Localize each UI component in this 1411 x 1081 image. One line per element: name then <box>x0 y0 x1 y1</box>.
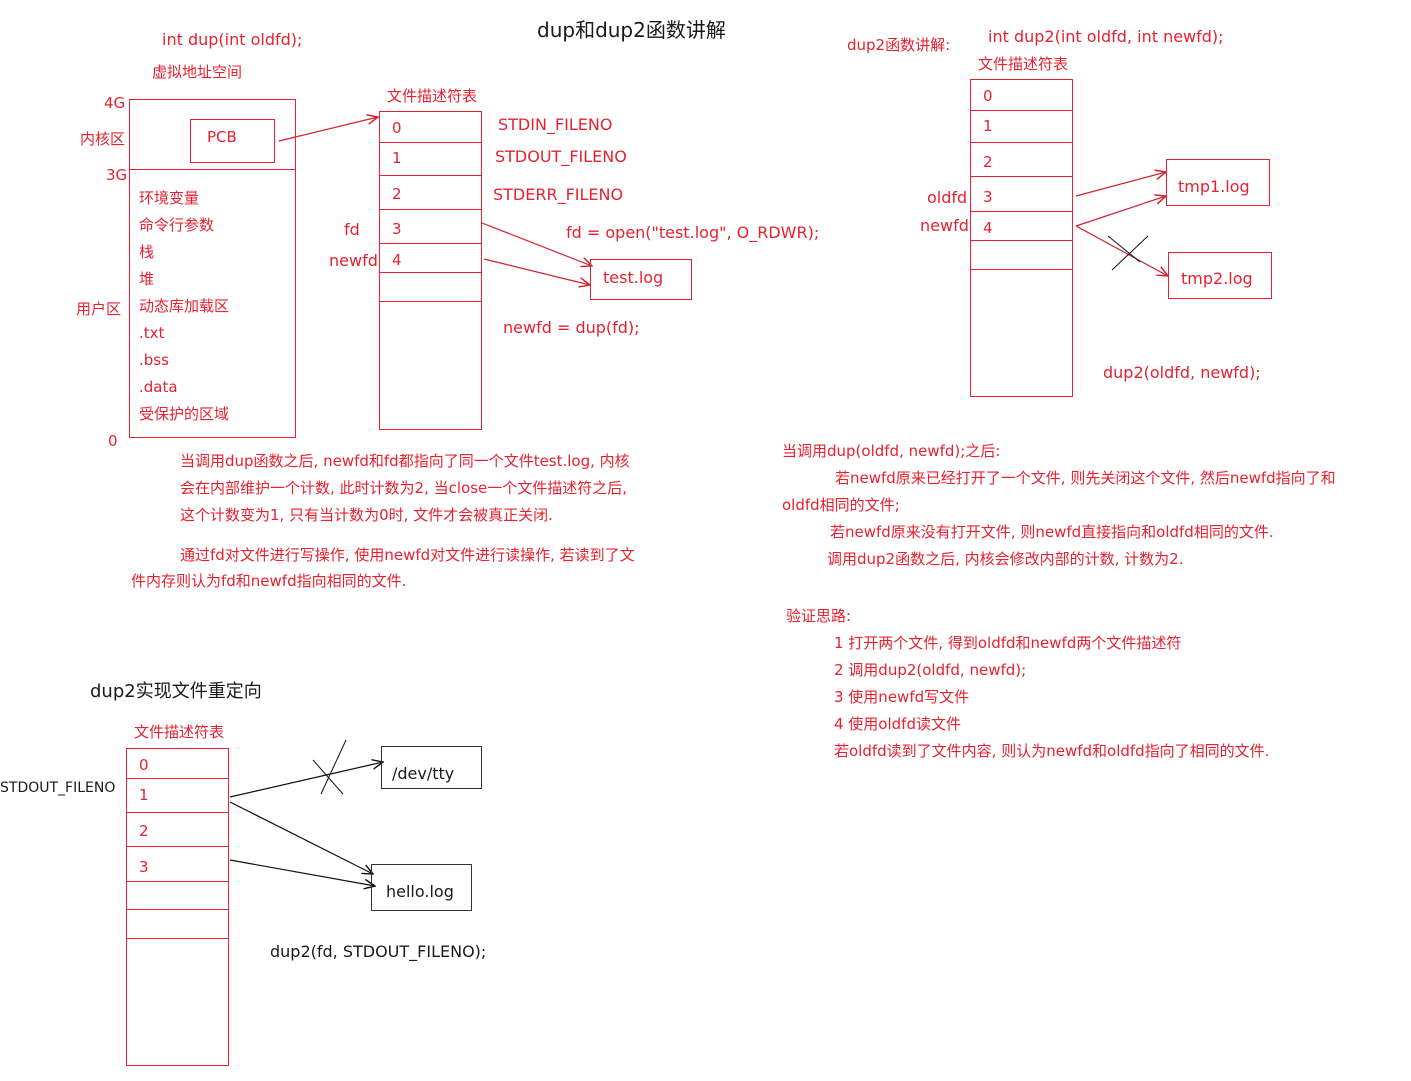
user-item: 受保护的区域 <box>139 405 230 423</box>
user-item: 命令行参数 <box>139 216 215 234</box>
fd-row: 3 <box>983 188 993 206</box>
fd-empty-slot <box>379 272 482 302</box>
devtty-label: /dev/tty <box>392 764 455 783</box>
redirect-heading: dup2实现文件重定向 <box>90 681 262 702</box>
cross-mark-4 <box>320 739 347 795</box>
user-item: 环境变量 <box>139 189 200 207</box>
stdout-label: STDOUT_FILENO <box>495 147 627 166</box>
arrow-fd3-to-hellolog <box>229 859 375 886</box>
cross-mark-2 <box>1111 235 1149 271</box>
testlog-label: test.log <box>603 268 664 287</box>
fdt-label: 文件描述符表 <box>387 87 478 105</box>
dup2-note-line: oldfd相同的文件; <box>782 496 900 514</box>
page-title: dup和dup2函数讲解 <box>537 18 726 42</box>
vas-label: 虚拟地址空间 <box>152 63 243 81</box>
dup2-call: dup2(oldfd, newfd); <box>1103 363 1261 382</box>
fd-row: 0 <box>983 87 993 105</box>
redirect-fd-table <box>126 748 229 1066</box>
verify-step: 4 使用oldfd读文件 <box>834 715 961 733</box>
addr-3g: 3G <box>106 166 128 184</box>
dup2-signature: int dup2(int oldfd, int newfd); <box>988 27 1224 46</box>
user-item: 栈 <box>139 243 155 261</box>
user-label: 用户区 <box>76 300 122 318</box>
hellolog-box <box>371 864 472 911</box>
arrow-stdout-to-tty <box>229 762 383 798</box>
pcb-box <box>190 119 275 163</box>
dup-note-line: 当调用dup函数之后, newfd和fd都指向了同一个文件test.log, 内… <box>180 452 630 470</box>
arrow-newfd-to-testlog <box>483 258 590 285</box>
user-item: 堆 <box>139 270 155 288</box>
dup2-note-line: 当调用dup(oldfd, newfd);之后: <box>782 442 1001 460</box>
stderr-label: STDERR_FILENO <box>493 185 624 204</box>
dup2-note-line: 若newfd原来已经打开了一个文件, 则先关闭这个文件, 然后newfd指向了和 <box>835 469 1336 487</box>
fd-row: 3 <box>139 858 149 876</box>
kernel-label: 内核区 <box>80 130 126 148</box>
testlog-box <box>590 259 692 300</box>
dup-signature: int dup(int oldfd); <box>162 30 303 49</box>
dup2-fd-empty-slot <box>970 240 1073 270</box>
virtual-address-space <box>129 99 296 438</box>
user-item: .bss <box>139 351 169 369</box>
fd-row: 1 <box>983 117 993 135</box>
fd-row: 4 <box>392 251 402 269</box>
arrow-oldfd-to-tmp1 <box>1075 172 1166 197</box>
pcb-label: PCB <box>207 128 237 146</box>
user-item: 动态库加载区 <box>139 297 230 315</box>
arrow-newfd-to-tmp1 <box>1075 196 1166 227</box>
redirect-fdt-label: 文件描述符表 <box>134 723 225 741</box>
kernel-user-divider <box>129 169 296 170</box>
fd-row: 1 <box>392 149 402 167</box>
dup-note-line: 会在内部维护一个计数, 此时计数为2, 当close一个文件描述符之后, <box>180 479 628 497</box>
verify-title: 验证思路: <box>786 607 852 625</box>
fd-label: fd <box>344 220 360 239</box>
dup-note-line: 这个计数变为1, 只有当计数为0时, 文件才会被真正关闭. <box>180 506 553 524</box>
tmp1-label: tmp1.log <box>1178 177 1250 196</box>
user-item: .txt <box>139 324 165 342</box>
cross-mark-1 <box>1107 235 1141 263</box>
fd-row: 3 <box>392 220 402 238</box>
tmp2-box <box>1168 252 1272 299</box>
arrow-stdout-to-hellolog <box>229 801 373 874</box>
tmp2-label: tmp2.log <box>1181 269 1253 288</box>
user-item: .data <box>139 378 178 396</box>
verify-step: 2 调用dup2(oldfd, newfd); <box>834 661 1027 679</box>
fd-table <box>379 111 482 430</box>
newfd-label: newfd <box>329 251 378 270</box>
dup2-note-line: 若newfd原来没有打开文件, 则newfd直接指向和oldfd相同的文件. <box>830 523 1274 541</box>
fd-row: 1 <box>139 786 149 804</box>
devtty-box <box>381 746 482 789</box>
addr-4g: 4G <box>104 94 126 112</box>
dup-call: newfd = dup(fd); <box>503 318 640 337</box>
fd-row: 0 <box>139 756 149 774</box>
fd-row: 0 <box>392 119 402 137</box>
stdin-label: STDIN_FILENO <box>498 115 613 134</box>
arrow-newfd-to-tmp2 <box>1075 225 1168 276</box>
verify-step: 若oldfd读到了文件内容, 则认为newfd和oldfd指向了相同的文件. <box>834 742 1270 760</box>
verify-step: 3 使用newfd写文件 <box>834 688 970 706</box>
dup2-heading: dup2函数讲解: <box>847 36 951 54</box>
dup2-note-line: 调用dup2函数之后, 内核会修改内部的计数, 计数为2. <box>827 550 1184 568</box>
redirect-stdout-label: STDOUT_FILENO <box>0 780 116 796</box>
dup2-newfd-label: newfd <box>920 216 969 235</box>
fd-row: 4 <box>983 219 993 237</box>
oldfd-label: oldfd <box>927 188 968 207</box>
redirect-fd-empty-slot <box>126 909 229 939</box>
fd-row: 2 <box>392 185 402 203</box>
fd-row: 2 <box>139 822 149 840</box>
hellolog-label: hello.log <box>386 882 454 901</box>
arrow-fd-to-testlog <box>481 222 592 266</box>
dup-note2-line: 通过fd对文件进行写操作, 使用newfd对文件进行读操作, 若读到了文 <box>180 546 635 564</box>
addr-0: 0 <box>108 432 118 450</box>
open-call: fd = open("test.log", O_RDWR); <box>566 223 820 242</box>
redirect-call: dup2(fd, STDOUT_FILENO); <box>270 942 487 961</box>
dup-note2-line: 件内存则认为fd和newfd指向相同的文件. <box>131 572 407 590</box>
cross-mark-3 <box>312 759 344 795</box>
fd-row: 2 <box>983 153 993 171</box>
dup2-fd-table <box>970 79 1073 397</box>
tmp1-box <box>1166 159 1270 206</box>
verify-step: 1 打开两个文件, 得到oldfd和newfd两个文件描述符 <box>834 634 1182 652</box>
dup2-fdt-label: 文件描述符表 <box>978 55 1069 73</box>
